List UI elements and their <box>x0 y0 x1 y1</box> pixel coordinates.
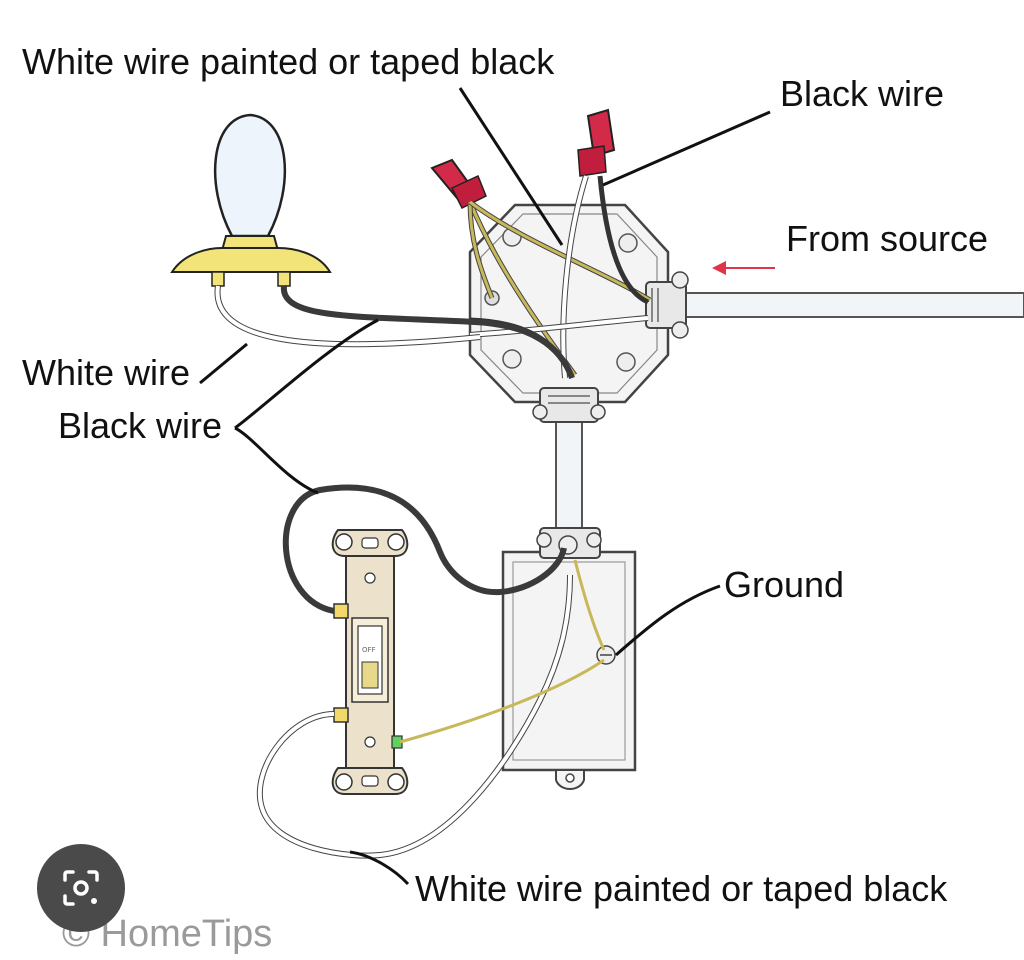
label-black-wire-top: Black wire <box>780 73 944 114</box>
conduit <box>555 417 583 539</box>
switch-off-label: OFF <box>362 646 376 654</box>
wire-nut-icon <box>577 108 616 177</box>
ground-screw-icon <box>596 645 616 665</box>
label-white-wire: White wire <box>22 352 190 393</box>
junction-box <box>468 203 689 423</box>
cable-clamp-icon <box>536 527 602 559</box>
switch-box <box>501 527 637 790</box>
cable-clamp-icon <box>645 271 689 339</box>
source-arrow <box>712 261 775 275</box>
light-switch: OFF <box>331 529 409 795</box>
label-white-painted-bottom: White wire painted or taped black <box>415 868 948 909</box>
label-from-source: From source <box>786 218 988 259</box>
wire-nut-icon <box>430 158 487 210</box>
image-search-button[interactable] <box>37 844 125 932</box>
label-white-painted-top: White wire painted or taped black <box>22 41 555 82</box>
source-cable <box>679 292 1024 318</box>
cable-clamp-icon <box>532 387 606 423</box>
label-ground: Ground <box>724 564 844 605</box>
light-fixture <box>170 113 332 287</box>
lamp-wires <box>214 285 575 380</box>
leader-lines <box>199 87 771 886</box>
switch-wires <box>256 484 606 859</box>
image-search-lens-icon <box>63 870 99 906</box>
label-black-wire: Black wire <box>58 405 222 446</box>
